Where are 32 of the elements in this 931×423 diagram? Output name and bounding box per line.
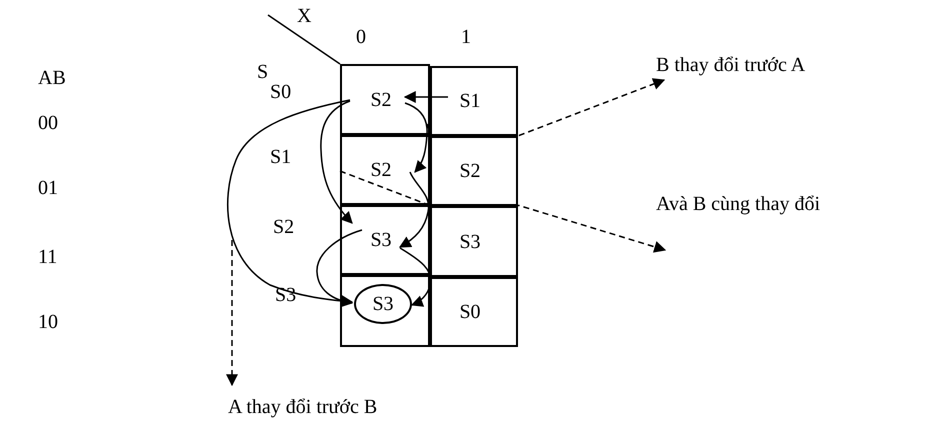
transition-arrow xyxy=(404,91,448,103)
annotation-text: Avà B cùng thay đổi xyxy=(656,189,928,219)
table-cell: S0 xyxy=(430,277,518,347)
transition-arrow xyxy=(320,100,353,224)
table-header: S xyxy=(257,62,268,82)
table-cell: S2 xyxy=(430,136,518,206)
table-cell: S3 xyxy=(340,205,430,275)
table-header: AB xyxy=(38,68,66,88)
transition-arrow xyxy=(404,102,428,173)
row-code: 11 xyxy=(38,247,58,267)
transition-arrow xyxy=(398,172,430,248)
row-code: 10 xyxy=(38,312,58,332)
table-cell: S2 xyxy=(340,135,430,205)
transition-arrow xyxy=(316,229,362,307)
table-header: S1 xyxy=(270,147,292,167)
table-header: X xyxy=(297,6,312,26)
stable-state-ellipse: S3 xyxy=(354,284,412,324)
row-code: 0 xyxy=(356,27,366,47)
row-code: 00 xyxy=(38,113,58,133)
row-code: 01 xyxy=(38,178,58,198)
table-cell xyxy=(340,275,430,347)
table-cell: S1 xyxy=(430,66,518,136)
table-cell: S3 xyxy=(430,206,518,277)
dashed-arrow xyxy=(426,78,666,136)
annotation-text: B thay đổi trước A xyxy=(656,50,918,80)
table-header: S2 xyxy=(273,217,294,237)
table-header: S0 xyxy=(270,82,292,102)
annotation-text: A thay đổi trước B xyxy=(228,392,460,422)
table-cell: S2 xyxy=(340,64,430,135)
row-code: 1 xyxy=(461,27,471,47)
dashed-arrow xyxy=(226,240,238,386)
dashed-arrow xyxy=(340,170,666,253)
